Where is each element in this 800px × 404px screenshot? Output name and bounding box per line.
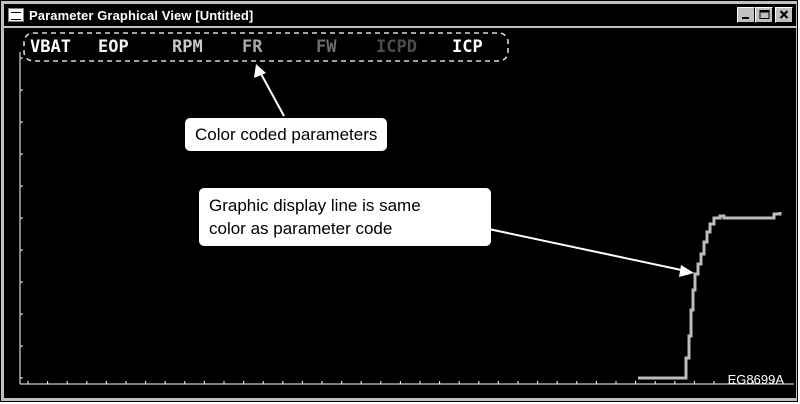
parameter-codes: VBAT EOP RPM FR FW ICPD ICP (30, 37, 496, 57)
graph-area: VBAT EOP RPM FR FW ICPD ICP Color coded … (4, 28, 796, 398)
close-icon (779, 10, 789, 19)
param-icpd[interactable]: ICPD (376, 37, 417, 57)
arrow-to-parameters (259, 71, 285, 117)
callout-display-line-text-1: Graphic display line is same (209, 196, 421, 215)
param-icp[interactable]: ICP (452, 37, 483, 57)
y-axis (19, 52, 23, 384)
window-controls (737, 7, 793, 23)
minimize-button[interactable] (737, 7, 755, 23)
figure-code: EG8699A (727, 372, 784, 387)
param-fw[interactable]: FW (316, 37, 337, 57)
maximize-icon (759, 10, 770, 19)
param-vbat[interactable]: VBAT (30, 37, 71, 57)
param-fr[interactable]: FR (242, 37, 263, 57)
arrowhead-icon (254, 64, 266, 78)
callout-display-line: Graphic display line is same color as pa… (199, 188, 491, 246)
x-axis (20, 381, 794, 385)
title-bar[interactable]: Parameter Graphical View [Untitled] (4, 4, 796, 26)
graph-canvas (19, 32, 794, 385)
arrowhead-icon (679, 265, 694, 277)
callout-color-coded-text: Color coded parameters (195, 125, 378, 144)
close-button[interactable] (775, 7, 793, 23)
minimize-icon (742, 17, 749, 19)
maximize-button[interactable] (755, 7, 773, 23)
callout-color-coded: Color coded parameters (185, 118, 388, 151)
param-eop[interactable]: EOP (98, 37, 129, 57)
app-icon[interactable] (8, 8, 24, 22)
arrow-to-line (483, 227, 687, 272)
param-rpm[interactable]: RPM (172, 37, 203, 57)
callout-display-line-text-2: color as parameter code (209, 219, 393, 238)
window-title: Parameter Graphical View [Untitled] (29, 7, 254, 23)
icp-trace-line (638, 212, 782, 380)
